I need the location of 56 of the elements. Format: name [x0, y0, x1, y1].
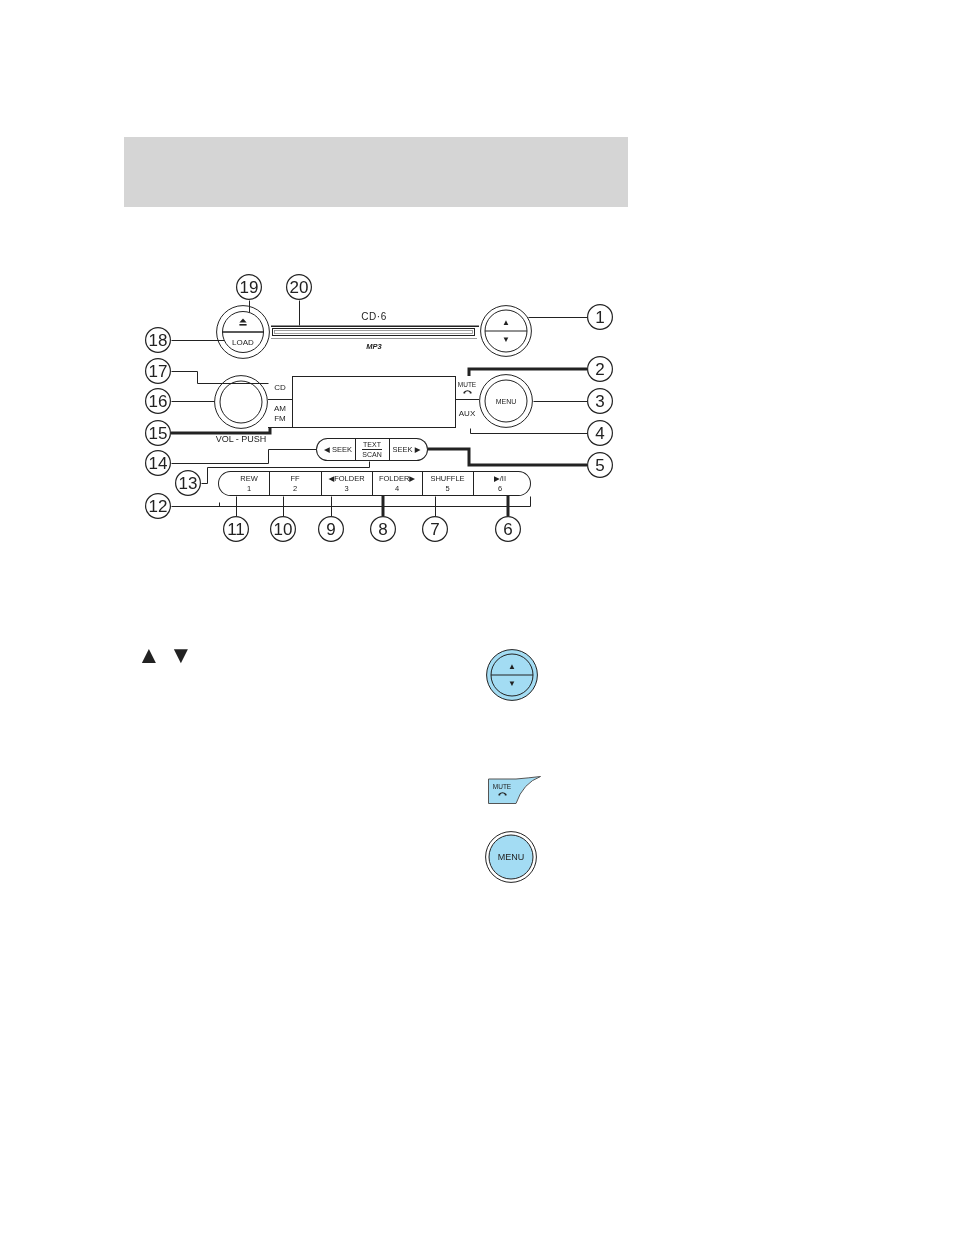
- band-button: AM FM: [268, 400, 292, 428]
- leader-line: [467, 367, 587, 376]
- leader-line: [470, 428, 588, 434]
- callout-number: 11: [223, 516, 249, 542]
- leader-line: [171, 340, 225, 341]
- leader-line: [236, 496, 237, 517]
- leader-line: [435, 496, 436, 517]
- leader-line: [171, 449, 317, 464]
- leader-line: [201, 461, 370, 484]
- aux-button: AUX: [455, 400, 479, 428]
- callout-number: 6: [495, 516, 521, 542]
- tune-button: ▲ ▼: [480, 305, 532, 357]
- callout-number: 10: [270, 516, 296, 542]
- leader-line: [428, 447, 587, 467]
- leader-line: [506, 496, 510, 516]
- leader-line: [249, 300, 250, 313]
- callout-number: 13: [175, 470, 201, 496]
- leader-line: [283, 496, 284, 517]
- leader-line: [533, 401, 588, 402]
- callout-number: 12: [145, 493, 171, 519]
- callout-number: 8: [370, 516, 396, 542]
- display-screen: [292, 376, 455, 428]
- callout-number: 14: [145, 450, 171, 476]
- triangle-symbol: ▼: [169, 643, 193, 667]
- leader-line: [171, 428, 272, 435]
- cd-slot: [271, 325, 479, 339]
- volume-knob: [214, 375, 268, 429]
- leader-line: [171, 401, 215, 402]
- callout-number: 2: [587, 356, 613, 382]
- faceplate-text: CD·6: [361, 312, 387, 322]
- knob-label: VOL - PUSH: [215, 435, 267, 444]
- menu-knob: MENU: [485, 831, 537, 883]
- leader-line: [381, 496, 385, 516]
- leader-line: [171, 371, 269, 384]
- eject-button: [222, 311, 264, 332]
- callout-number: 3: [587, 388, 613, 414]
- callout-number: 4: [587, 420, 613, 446]
- leader-line: [331, 496, 332, 517]
- triangle-symbol: ▲: [137, 643, 161, 667]
- leader-line: [299, 300, 300, 326]
- callout-number: 5: [587, 452, 613, 478]
- callout-number: 17: [145, 358, 171, 384]
- callout-number: 1: [587, 304, 613, 330]
- leader-line: [171, 496, 531, 507]
- leader-line: [527, 317, 588, 318]
- callout-number: 18: [145, 327, 171, 353]
- callout-number: 15: [145, 420, 171, 446]
- callout-number: 9: [318, 516, 344, 542]
- load-button: LOAD: [222, 332, 264, 353]
- callout-number: 16: [145, 388, 171, 414]
- tune-button: ▲ ▼: [486, 649, 538, 701]
- button-bezel: [216, 305, 270, 359]
- cd-button: CD: [268, 376, 292, 400]
- callout-number: 20: [286, 274, 312, 300]
- callout-number: 19: [236, 274, 262, 300]
- callout-number: 7: [422, 516, 448, 542]
